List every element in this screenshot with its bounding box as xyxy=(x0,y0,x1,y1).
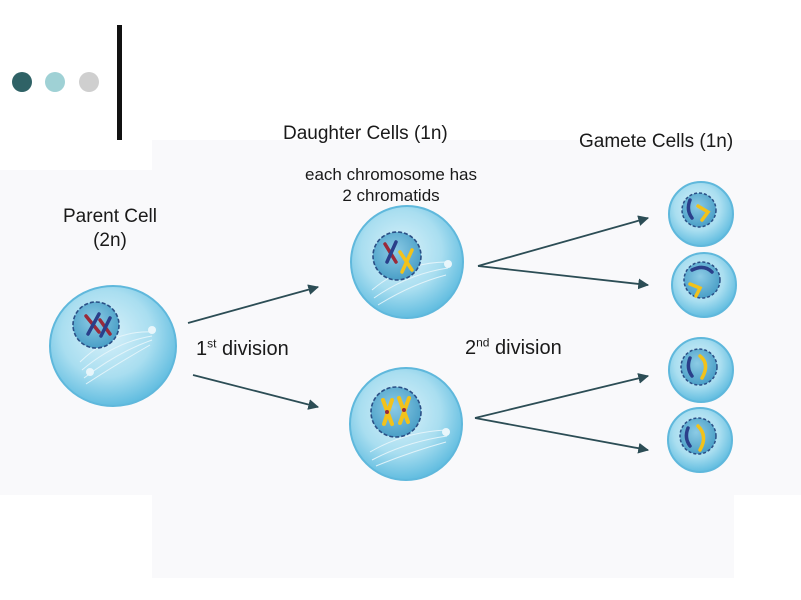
first-division-ordinal: st xyxy=(207,336,217,351)
chromatid-note-line-1: each chromosome has xyxy=(305,165,477,184)
second-division-text: division xyxy=(489,337,562,359)
second-division-ordinal: nd xyxy=(476,335,490,350)
diagram-background-lower xyxy=(152,490,734,578)
gamete-cell-3 xyxy=(668,337,734,403)
decor-vertical-bar xyxy=(117,25,122,140)
gamete-cells-label: Gamete Cells (1n) xyxy=(579,131,734,152)
parent-cell-label: Parent Cell (2n) xyxy=(40,205,180,253)
decor-dot-dark xyxy=(12,72,32,92)
diagram-background-upper xyxy=(152,140,801,180)
daughter-cells-label: Daughter Cells (1n) xyxy=(283,123,448,144)
parent-cell-label-line-1: Parent Cell xyxy=(63,206,157,227)
arrow-parent-to-top xyxy=(187,284,320,324)
decor-dot-light xyxy=(45,72,65,92)
gamete-cell-1 xyxy=(668,181,734,247)
arrow-top-to-gamete-1 xyxy=(477,215,650,267)
chromatid-note-line-2: 2 chromatids xyxy=(342,186,440,205)
daughter-cell-top xyxy=(350,205,464,319)
chromatid-note: each chromosome has 2 chromatids xyxy=(272,164,510,206)
first-division-number: 1 xyxy=(196,338,208,360)
first-division-text: division xyxy=(216,338,289,360)
daughter-cell-bottom xyxy=(349,367,463,481)
first-division-label: 1st division xyxy=(196,336,289,361)
decor-dot-gray xyxy=(79,72,99,92)
gamete-cell-4 xyxy=(667,407,733,473)
arrow-parent-to-bottom xyxy=(192,374,320,410)
arrow-bottom-to-gamete-4 xyxy=(474,417,650,454)
second-division-number: 2 xyxy=(465,337,477,359)
second-division-label: 2nd division xyxy=(465,335,562,360)
arrow-top-to-gamete-2 xyxy=(477,265,650,290)
gamete-cell-2 xyxy=(671,252,737,318)
parent-cell xyxy=(49,285,177,407)
parent-cell-label-line-2: (2n) xyxy=(93,230,127,251)
arrow-bottom-to-gamete-3 xyxy=(474,373,650,419)
